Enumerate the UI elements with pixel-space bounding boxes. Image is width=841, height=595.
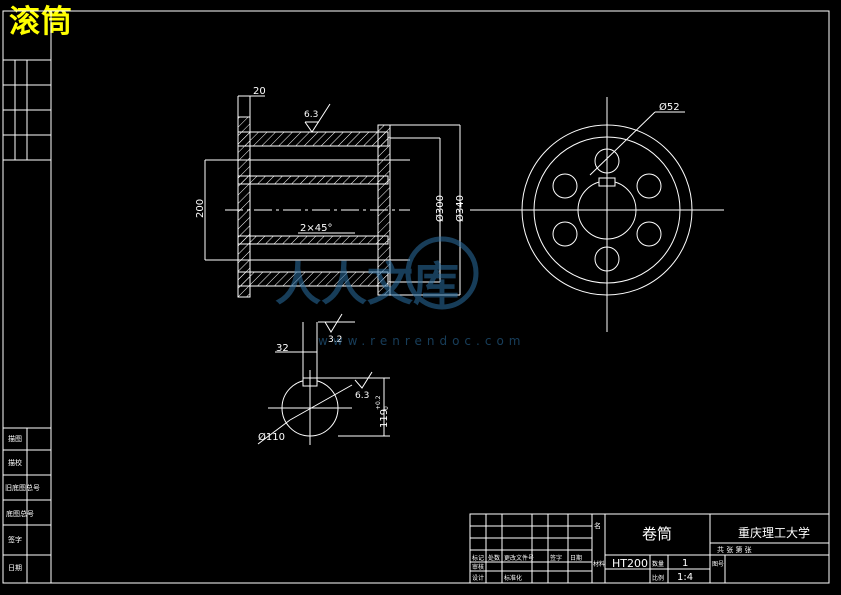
strip-label-4: 底图总号 — [6, 509, 34, 518]
watermark: 人人文库 www.renrendoc.com — [275, 236, 525, 348]
dim-32: 32 — [276, 343, 289, 354]
roughness-hole: 6.3 — [355, 391, 369, 401]
dim-119: 119 — [379, 409, 390, 428]
dim-119-tol0: 0 — [383, 406, 390, 410]
material-value: HT200 — [612, 557, 648, 570]
change-doc-label: 更改文件号 — [504, 554, 534, 562]
sheet-row: 共 张 第 张 — [717, 545, 752, 554]
side-view — [470, 97, 724, 332]
inner-frame — [50, 10, 830, 584]
standard-label: 标准化 — [504, 574, 522, 582]
left-strip: 描图 描校 旧底图总号 底图总号 签字 日期 — [3, 59, 51, 583]
part-name: 卷筒 — [642, 525, 672, 543]
watermark-brand: 人人文库 — [275, 257, 459, 311]
school-name: 重庆理工大学 — [738, 525, 810, 540]
section-view — [204, 95, 461, 298]
material-label: 材料 — [593, 560, 605, 568]
drawing-no-label: 图号 — [712, 561, 724, 568]
quantity-label: 数量 — [652, 560, 664, 568]
mark-label: 标记 — [472, 554, 484, 562]
title-block — [469, 513, 830, 584]
dim-300: Ø300 — [434, 195, 446, 222]
drawing-title: 滚筒 — [9, 4, 73, 40]
signature-label: 签字 — [550, 554, 562, 562]
dim-chamfer: 2×45° — [300, 223, 332, 234]
dim-340: Ø340 — [454, 195, 466, 222]
watermark-url: www.renrendoc.com — [318, 334, 525, 348]
dim-110: Ø110 — [258, 431, 285, 443]
name-label: 名 — [594, 521, 601, 530]
strip-label-5: 签字 — [8, 535, 22, 544]
date-label: 日期 — [570, 554, 582, 562]
designer-label: 设计 — [472, 574, 484, 582]
dim-20: 20 — [253, 86, 266, 97]
dim-119-tol: +0.2 — [375, 395, 382, 410]
scale-value: 1:4 — [677, 572, 693, 583]
count-label: 处数 — [488, 554, 500, 562]
strip-label-1: 描图 — [8, 434, 22, 443]
roughness-top: 6.3 — [304, 110, 318, 120]
strip-label-2: 描校 — [8, 458, 22, 467]
strip-label-3: 旧底图总号 — [5, 483, 40, 492]
dim-200: 200 — [195, 199, 206, 218]
quantity-value: 1 — [682, 558, 688, 569]
review-label: 审核 — [472, 563, 484, 571]
dim-52: Ø52 — [659, 101, 680, 113]
hole-detail — [257, 313, 390, 445]
scale-label: 比例 — [652, 574, 664, 582]
roughness-32: 3.2 — [328, 335, 342, 345]
strip-label-6: 日期 — [8, 564, 22, 572]
